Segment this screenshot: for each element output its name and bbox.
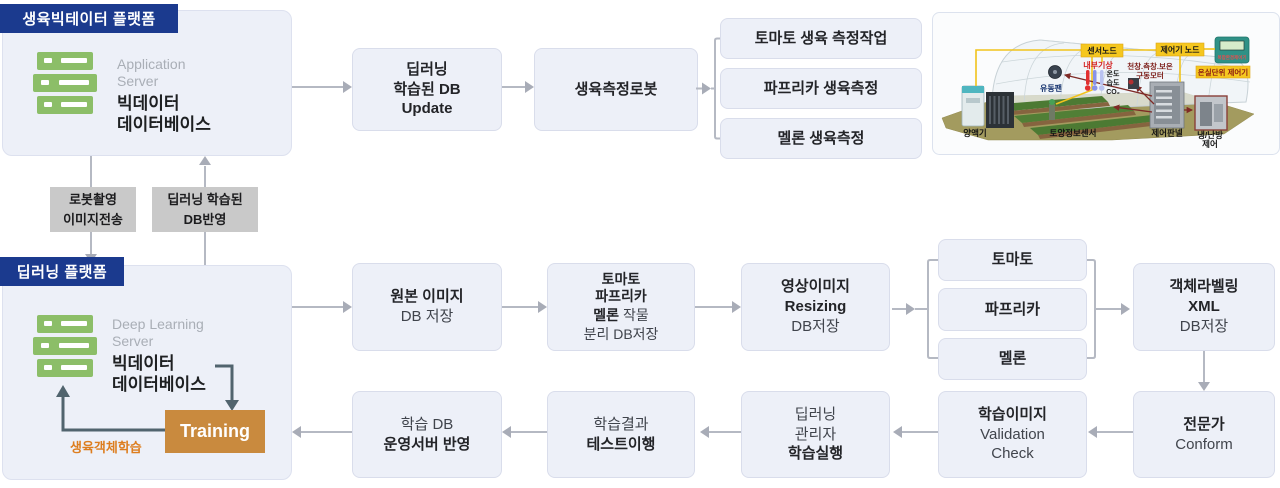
node-training-run: 딥러닝 관리자 학습실행	[741, 391, 890, 478]
connector	[502, 306, 539, 308]
arrow-training-to-db	[56, 385, 165, 432]
arrowhead-right-icon	[732, 301, 741, 313]
training-note: 생육객체학습	[70, 440, 142, 455]
indoor-weather-label: 내부기상	[1083, 60, 1113, 70]
connector	[695, 306, 733, 308]
crop-paprika: 파프리카	[938, 288, 1087, 331]
humidity-label: 습도	[1107, 78, 1120, 87]
controller-node-label: 제어기 노드	[1160, 45, 1200, 55]
motor-label-1: 천창.측창.보온	[1127, 61, 1173, 71]
controller-node-chip	[1155, 42, 1205, 57]
node-expert-conform: 전문가 Conform	[1133, 391, 1275, 478]
arrowhead-left-icon	[502, 426, 511, 438]
hvac-unit	[1194, 95, 1228, 131]
node-test-result: 학습결과 테스트이행	[547, 391, 695, 478]
soil-sensor-device	[1049, 99, 1055, 120]
greenhouse-illustration: 복합환경제어기 센서노드 제어기 노드 온실단	[932, 12, 1280, 155]
growth-server-text: Application Server 빅데이터 데이터베이스	[117, 56, 287, 136]
crop-beds	[1002, 96, 1160, 139]
control-panel-label: 제어판넬	[1151, 128, 1182, 138]
growth-db-line2: 데이터베이스	[117, 115, 211, 135]
crops-bracket-right	[1087, 259, 1130, 359]
arrowhead-left-icon	[700, 426, 709, 438]
connector	[709, 431, 741, 433]
node-measure-robot: 생육측정로봇	[534, 48, 698, 131]
env-controller-device: 복합환경제어기	[1214, 36, 1250, 64]
connector	[902, 431, 938, 433]
connector	[502, 86, 526, 88]
crops-bracket-left	[892, 259, 938, 359]
hvac-label-2: 제어	[1202, 139, 1218, 149]
server-icon	[33, 315, 97, 377]
hvac-label-1: 냉/난방	[1197, 130, 1223, 140]
temp-label: 온도	[1107, 69, 1120, 78]
arrow-db-to-training	[215, 364, 239, 411]
node-resizing: 영상이미지 Resizing DB저장	[741, 263, 890, 351]
training-box: Training	[165, 410, 265, 453]
arrowhead-left-icon	[292, 426, 301, 438]
motor-label-2: 구동모터	[1136, 70, 1164, 80]
crop-melon: 멜론	[938, 338, 1087, 380]
control-panel-cabinet	[1149, 81, 1185, 129]
branch-melon: 멜론 생육측정	[720, 118, 922, 159]
node-deploy-db: 학습 DB 운영서버 반영	[352, 391, 502, 478]
arrowhead-right-icon	[343, 301, 352, 313]
server-icon	[33, 52, 97, 114]
arrowhead-right-icon	[525, 81, 534, 93]
nutrient-label: 양액기	[963, 128, 986, 138]
connector	[1203, 351, 1205, 383]
deep-platform-header: 딥러닝 플랫폼	[0, 257, 124, 286]
arrowhead-left-icon	[893, 426, 902, 438]
label-robot-image-transfer: 로봇촬영 이미지전송	[50, 187, 136, 232]
branch-bracket	[696, 37, 722, 140]
arrowhead-up-icon	[199, 156, 211, 165]
connector	[1097, 431, 1133, 433]
sensor-node-chip	[1080, 43, 1124, 58]
nutrient-machine	[961, 85, 1014, 128]
label-db-reflect: 딥러닝 학습된 DB반영	[152, 187, 258, 232]
branch-tomato: 토마토 생육 측정작업	[720, 18, 922, 59]
branch-paprika: 파프리카 생육측정	[720, 68, 922, 109]
node-xml-labeling: 객체라벨링 XML DB저장	[1133, 263, 1275, 351]
arrowhead-right-icon	[343, 81, 352, 93]
node-original-image: 원본 이미지 DB 저장	[352, 263, 502, 351]
growth-server-label: Application Server	[117, 56, 186, 89]
fan-label: 유동팬	[1040, 83, 1062, 93]
unit-controller-chip	[1195, 65, 1251, 79]
connector	[292, 86, 344, 88]
arrowhead-right-icon	[538, 301, 547, 313]
connector	[511, 431, 547, 433]
deep-server-text: Deep Learning Server 빅데이터 데이터베이스	[112, 316, 287, 396]
arrowhead-down-icon	[1198, 382, 1210, 391]
device-caption: 복합환경제어기	[1218, 54, 1247, 61]
thermometer-icons	[1084, 70, 1105, 91]
circulation-fan	[1048, 65, 1062, 79]
node-db-update: 딥러닝 학습된 DB Update	[352, 48, 502, 131]
connector	[292, 306, 344, 308]
arrowhead-left-icon	[1088, 426, 1097, 438]
connector	[301, 431, 352, 433]
deep-db-line1: 빅데이터	[112, 354, 175, 374]
node-validation-check: 학습이미지 Validation Check	[938, 391, 1087, 478]
soil-sensor-label: 토양정보센서	[1050, 128, 1097, 138]
sensor-wires	[975, 48, 1215, 105]
motor-cluster	[1128, 78, 1139, 89]
crop-tomato: 토마토	[938, 239, 1087, 281]
deep-server-label: Deep Learning Server	[112, 316, 204, 349]
unit-controller-label: 온실단위 제어기	[1198, 67, 1248, 77]
co2-label: CO₂	[1106, 89, 1120, 96]
deep-db-line2: 데이터베이스	[112, 375, 206, 395]
growth-db-line1: 빅데이터	[117, 94, 180, 114]
growth-platform-header: 생육빅테이터 플랫폼	[0, 4, 178, 33]
sensor-node-label: 센서노드	[1087, 46, 1117, 56]
